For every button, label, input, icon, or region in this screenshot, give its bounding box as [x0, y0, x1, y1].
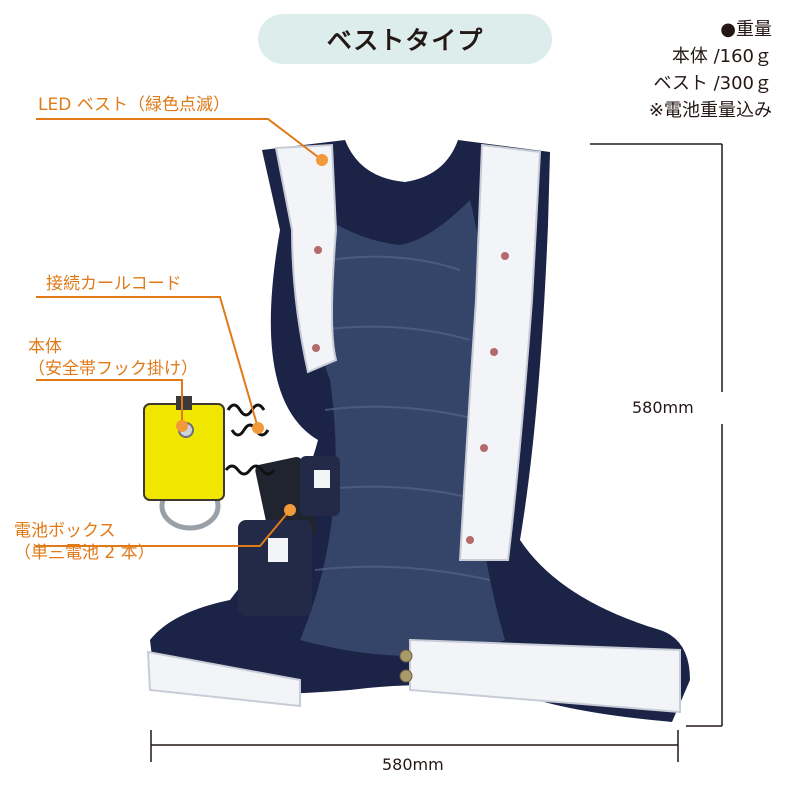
- body-unit-label-line2: （安全帯フック掛け）: [28, 359, 198, 379]
- controller-unit: [143, 396, 225, 531]
- curl-cord-label: 接続カールコード: [46, 274, 182, 294]
- led-vest-label: LED ベスト（緑色点滅）: [38, 95, 231, 115]
- callout-dots: [176, 154, 328, 516]
- body-unit-label: 本体 （安全帯フック掛け）: [28, 336, 198, 380]
- battery-box-label: 電池ボックス （単三電池 2 本）: [14, 520, 155, 564]
- body-weight: 本体 /160ｇ: [671, 46, 772, 67]
- curl-cord: [224, 403, 276, 476]
- battery-box: [238, 456, 340, 616]
- led-dots: [312, 246, 509, 544]
- battery-box-label-line1: 電池ボックス: [14, 521, 116, 541]
- weight-spec: ●重量 本体 /160ｇ ベスト /300ｇ ※電池重量込み: [649, 16, 772, 124]
- vest-weight: ベスト /300ｇ: [653, 73, 772, 94]
- weight-heading: ●重量: [720, 19, 772, 40]
- product-type-title: ベストタイプ: [258, 14, 552, 64]
- callout-lines: [36, 118, 323, 547]
- snap-buttons: [399, 649, 413, 683]
- width-dimension: 580mm: [382, 755, 444, 774]
- dimension-lines: [150, 143, 723, 762]
- height-dimension: 580mm: [632, 398, 694, 417]
- body-unit-label-line1: 本体: [28, 337, 62, 357]
- reflective-strips: [146, 143, 681, 714]
- battery-included-note: ※電池重量込み: [648, 100, 772, 121]
- battery-box-label-line2: （単三電池 2 本）: [14, 543, 155, 563]
